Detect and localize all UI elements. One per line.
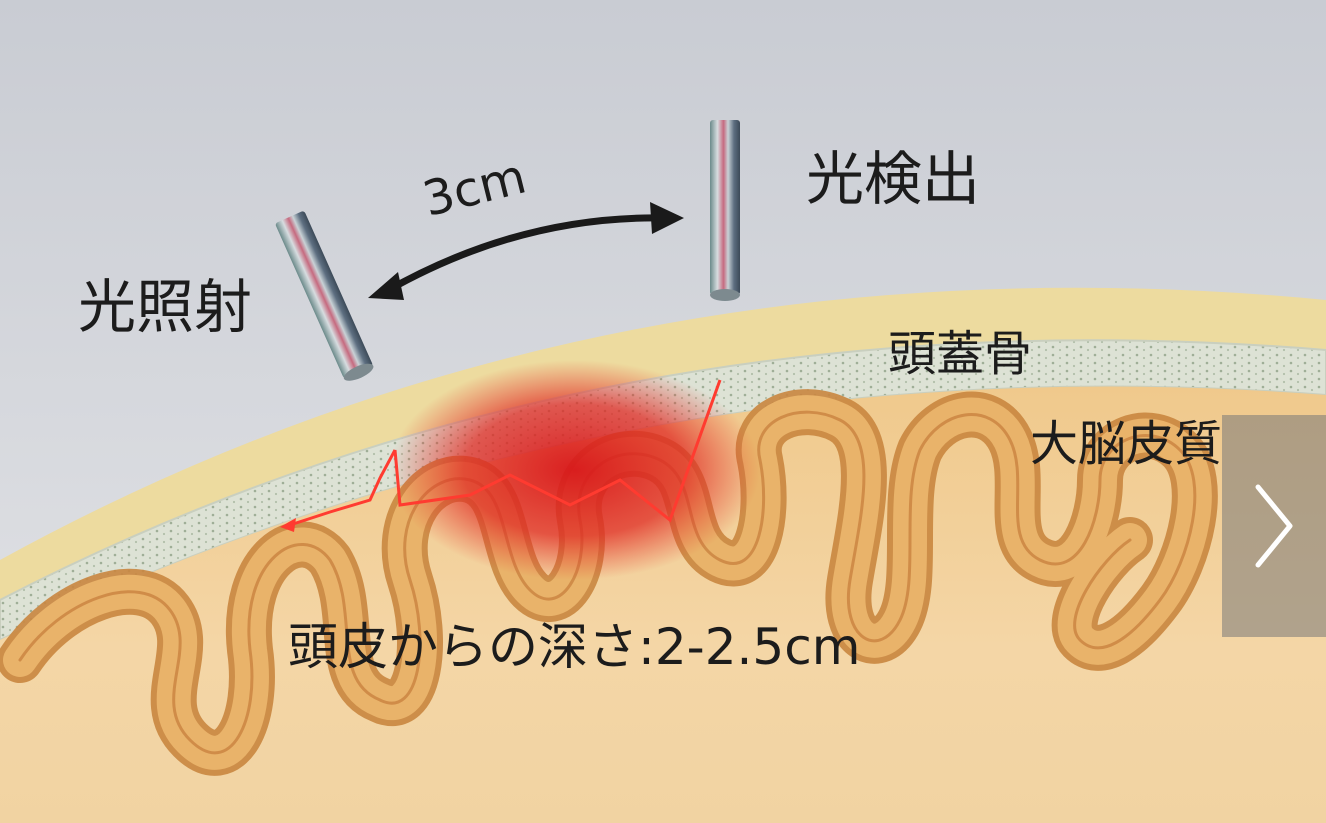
depth-label: 頭皮からの深さ:2-2.5cm <box>288 622 860 672</box>
next-slide-button[interactable] <box>1222 415 1326 637</box>
chevron-right-icon <box>1252 483 1296 569</box>
light-absorption-region <box>390 360 760 580</box>
detection-probe <box>710 120 740 301</box>
cerebral-cortex-label: 大脳皮質 <box>1030 420 1222 468</box>
light-detection-label: 光検出 <box>806 150 980 208</box>
skull-label: 頭蓋骨 <box>888 330 1032 378</box>
light-irradiation-label: 光照射 <box>78 278 252 336</box>
